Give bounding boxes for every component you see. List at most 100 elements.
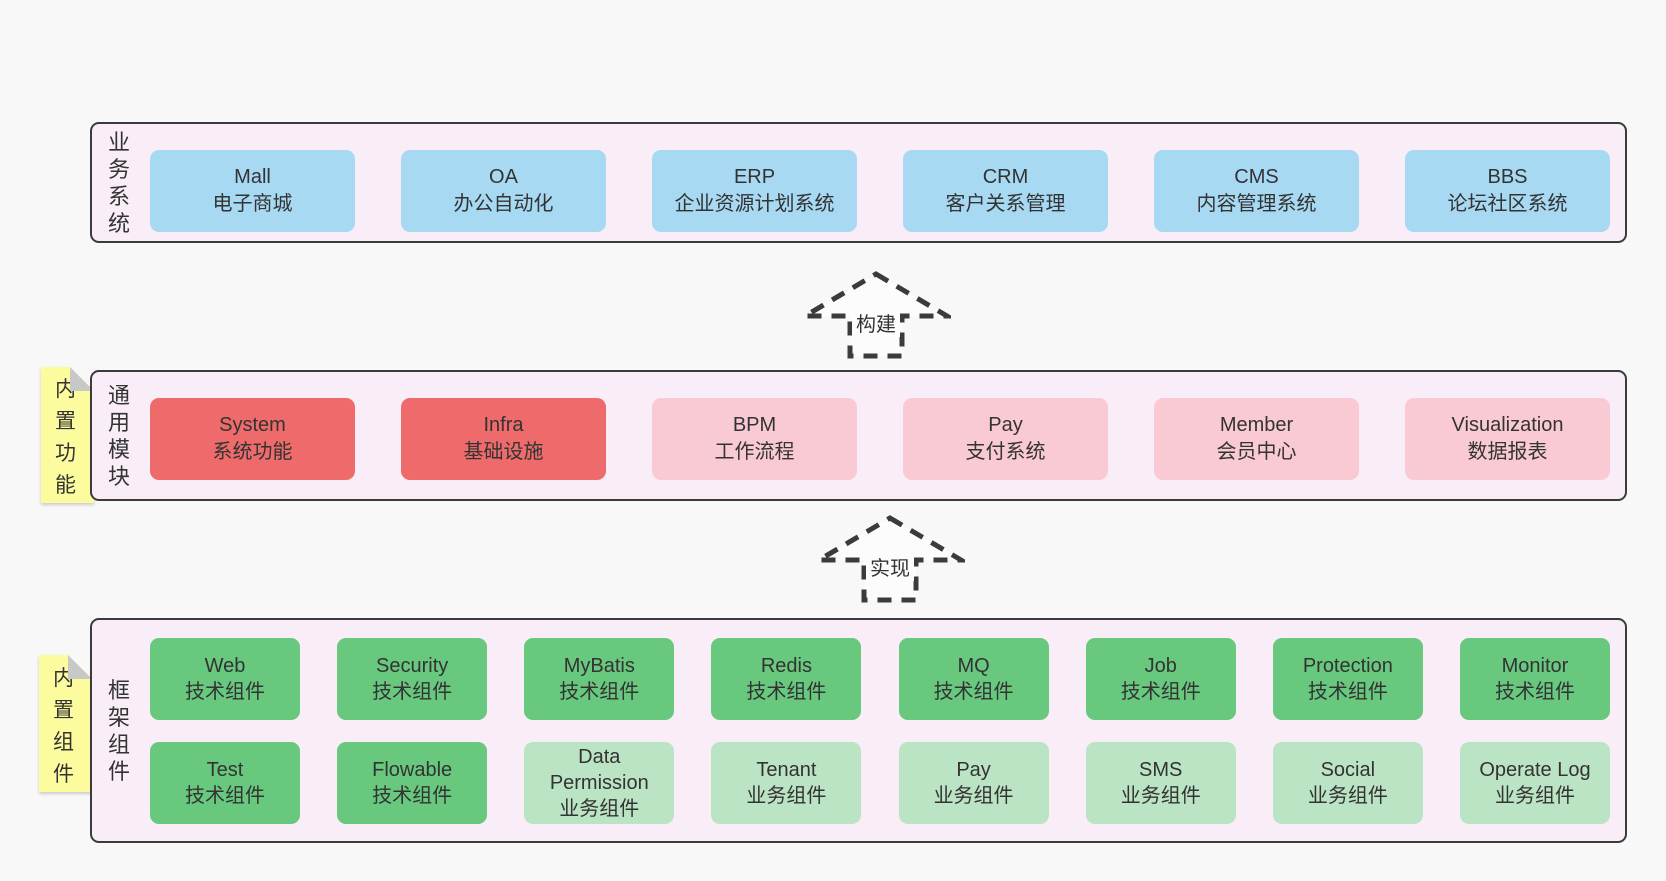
module-box: CRM 客户关系管理 — [903, 149, 1108, 232]
sticky-note-built-in-components: 内置组件 — [39, 655, 92, 792]
module-subtitle: 业务组件 — [1494, 784, 1575, 807]
vertical-char: 统 — [107, 210, 130, 236]
sticky-note-built-in-features: 内置功能 — [41, 367, 94, 503]
module-box: Visualization 数据报表 — [1405, 397, 1610, 480]
module-box: OA 办公自动化 — [401, 149, 606, 232]
module-box: MyBatis 技术组件 — [524, 637, 675, 720]
arrow-up-implement: 实现 — [815, 512, 965, 604]
module-subtitle: 技术组件 — [372, 784, 453, 807]
module-title: OA — [489, 165, 518, 188]
vertical-char: 用 — [107, 409, 130, 435]
sticky-note-label: 内置组件 — [39, 661, 88, 792]
module-title: Redis — [760, 654, 812, 677]
module-title: Operate Log — [1479, 758, 1591, 781]
module-subtitle: 电子商城 — [212, 192, 293, 215]
vertical-char: 模 — [107, 436, 130, 462]
module-title: BPM — [732, 413, 777, 436]
module-title: Social — [1320, 758, 1376, 781]
module-box: Redis 技术组件 — [711, 637, 862, 720]
vertical-char: 置 — [53, 698, 74, 722]
vertical-char: 务 — [107, 156, 130, 182]
arrow-label: 实现 — [866, 552, 914, 581]
module-title: CRM — [982, 165, 1029, 188]
arrow-up-build: 构建 — [801, 268, 951, 360]
module-row: Mall 电子商城 OA 办公自动化 ERP 企业资源计划系统 CRM 客户关系… — [150, 149, 1610, 232]
module-title: MyBatis — [563, 654, 635, 677]
module-row: Web 技术组件 Security 技术组件 MyBatis 技术组件 Redi… — [150, 637, 1610, 720]
module-box: CMS 内容管理系统 — [1154, 149, 1359, 232]
module-subtitle: 客户关系管理 — [945, 192, 1066, 215]
module-title: BBS — [1487, 165, 1528, 188]
module-subtitle: 业务组件 — [746, 784, 827, 807]
module-box: Mall 电子商城 — [150, 149, 355, 232]
module-title: Protection — [1302, 654, 1393, 677]
vertical-char: 能 — [55, 474, 76, 497]
vertical-char: 业 — [107, 129, 130, 155]
module-subtitle: 技术组件 — [933, 680, 1014, 703]
module-title: Job — [1144, 654, 1177, 677]
module-title: Security — [376, 654, 449, 677]
module-box: Data Permission 业务组件 — [524, 741, 675, 824]
module-title: System — [219, 413, 286, 436]
module-title: CMS — [1234, 165, 1279, 188]
module-box: Test 技术组件 — [150, 741, 300, 824]
module-title: Web — [204, 654, 246, 677]
module-box: ERP 企业资源计划系统 — [652, 149, 857, 232]
module-box: Monitor 技术组件 — [1459, 637, 1610, 720]
module-subtitle: 技术组件 — [1120, 680, 1201, 703]
module-subtitle: 数据报表 — [1467, 440, 1548, 463]
module-title: Visualization — [1451, 413, 1564, 436]
module-subtitle: 技术组件 — [1307, 680, 1388, 703]
module-box: Operate Log 业务组件 — [1459, 741, 1610, 824]
vertical-char: 框 — [107, 677, 130, 703]
module-subtitle: 基础设施 — [463, 440, 544, 463]
module-row: System 系统功能 Infra 基础设施 BPM 工作流程 Pay 支付系统… — [150, 397, 1610, 480]
module-subtitle: 业务组件 — [1120, 784, 1201, 807]
layer-side-label: 通用模块 — [96, 372, 142, 499]
module-subtitle: 技术组件 — [559, 680, 640, 703]
module-title: Monitor — [1501, 654, 1569, 677]
module-title: Member — [1219, 413, 1294, 436]
vertical-char: 组 — [53, 730, 74, 754]
module-box: MQ 技术组件 — [898, 637, 1049, 720]
module-title: ERP — [733, 165, 776, 188]
module-box: Security 技术组件 — [337, 637, 488, 720]
module-subtitle: 技术组件 — [1494, 680, 1575, 703]
module-subtitle: 企业资源计划系统 — [674, 192, 835, 215]
layer-framework-components: 框架组件 Web 技术组件 Security 技术组件 MyBatis 技术组件… — [90, 618, 1627, 843]
vertical-char: 功 — [55, 442, 76, 465]
module-box: Web 技术组件 — [150, 637, 300, 720]
module-title: Data Permission — [549, 745, 649, 794]
layer-side-label: 框架组件 — [96, 620, 142, 841]
module-box: Tenant 业务组件 — [711, 741, 862, 824]
module-subtitle: 业务组件 — [559, 797, 640, 820]
module-subtitle: 技术组件 — [185, 784, 265, 807]
arrow-label: 构建 — [852, 308, 900, 337]
module-box: Social 业务组件 — [1272, 741, 1423, 824]
module-box: BBS 论坛社区系统 — [1405, 149, 1610, 232]
module-title: Tenant — [756, 758, 817, 781]
module-title: Pay — [956, 758, 991, 781]
module-subtitle: 论坛社区系统 — [1447, 192, 1568, 215]
layer-boxes-area: System 系统功能 Infra 基础设施 BPM 工作流程 Pay 支付系统… — [150, 372, 1610, 499]
module-box: SMS 业务组件 — [1085, 741, 1236, 824]
module-title: MQ — [957, 654, 990, 677]
module-title: Test — [206, 758, 244, 781]
module-subtitle: 业务组件 — [1307, 784, 1388, 807]
module-subtitle: 内容管理系统 — [1196, 192, 1317, 215]
module-subtitle: 会员中心 — [1216, 440, 1297, 463]
sticky-note-label: 内置功能 — [41, 373, 90, 503]
module-subtitle: 技术组件 — [372, 680, 453, 703]
module-box: Job 技术组件 — [1085, 637, 1236, 720]
module-row: Test 技术组件 Flowable 技术组件 Data Permission … — [150, 741, 1610, 824]
vertical-char: 通 — [107, 382, 130, 408]
module-box: Flowable 技术组件 — [337, 741, 488, 824]
module-subtitle: 工作流程 — [714, 440, 795, 463]
module-box: Member 会员中心 — [1154, 397, 1359, 480]
vertical-char: 系 — [107, 183, 130, 209]
module-subtitle: 办公自动化 — [453, 192, 554, 215]
layer-side-label: 业务系统 — [96, 124, 142, 241]
vertical-char: 件 — [53, 762, 74, 786]
module-box: Protection 技术组件 — [1272, 637, 1423, 720]
